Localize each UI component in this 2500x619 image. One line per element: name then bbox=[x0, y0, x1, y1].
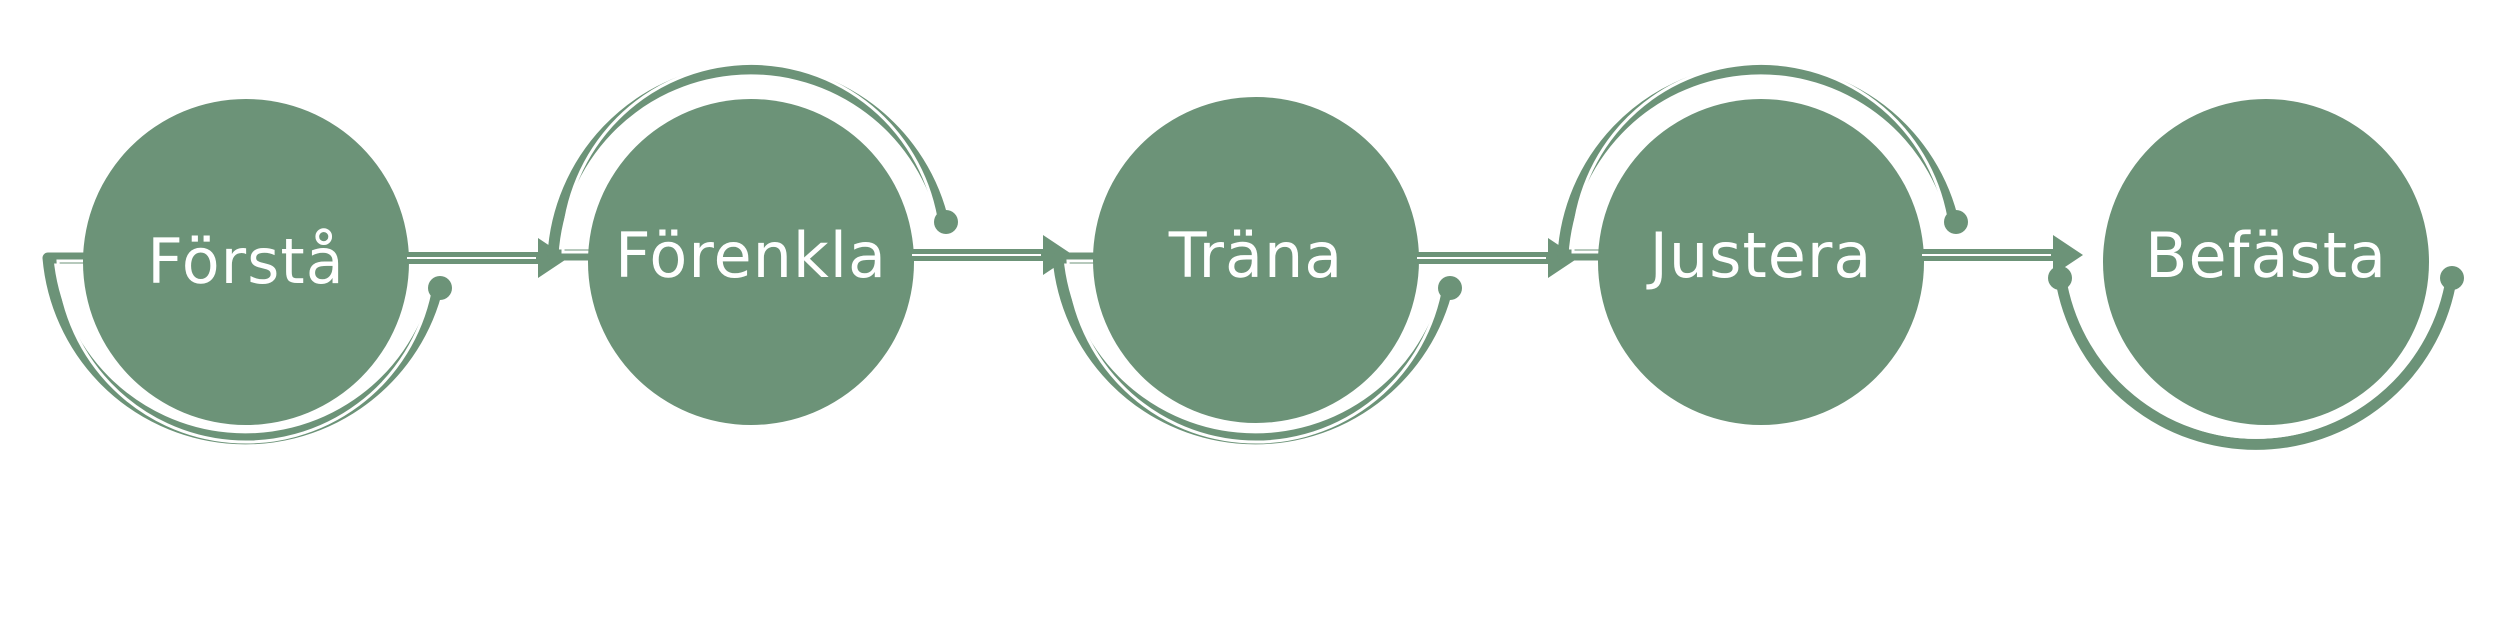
loop-inner-line-3 bbox=[1066, 259, 1442, 444]
step-circle-2 bbox=[588, 99, 914, 425]
step-circle-1 bbox=[83, 99, 409, 425]
step-circle-4 bbox=[1598, 99, 1924, 425]
connector-line-1 bbox=[407, 257, 536, 259]
loop-end-dot-3 bbox=[1438, 276, 1462, 300]
loop-start-dot-5 bbox=[2048, 266, 2072, 290]
loop-arrow-5 bbox=[2056, 284, 2456, 450]
loop-end-dot-1 bbox=[428, 276, 452, 300]
loop-inner-line-2 bbox=[561, 61, 938, 254]
connector-line-4 bbox=[1922, 254, 2051, 256]
connector-arrowhead-4 bbox=[2053, 235, 2083, 275]
loop-end-dot-5 bbox=[2440, 266, 2464, 290]
connector-line-3 bbox=[1417, 257, 1546, 259]
loop-inner-line-5 bbox=[2070, 287, 2442, 439]
loop-end-dot-2 bbox=[934, 210, 958, 234]
step-circle-3 bbox=[1093, 97, 1419, 423]
step-circle-5 bbox=[2103, 99, 2429, 425]
loop-inner-line-4 bbox=[1571, 61, 1948, 254]
loop-end-dot-4 bbox=[1944, 210, 1968, 234]
connector-line-2 bbox=[912, 254, 1041, 256]
loop-inner-line-1 bbox=[56, 259, 432, 444]
